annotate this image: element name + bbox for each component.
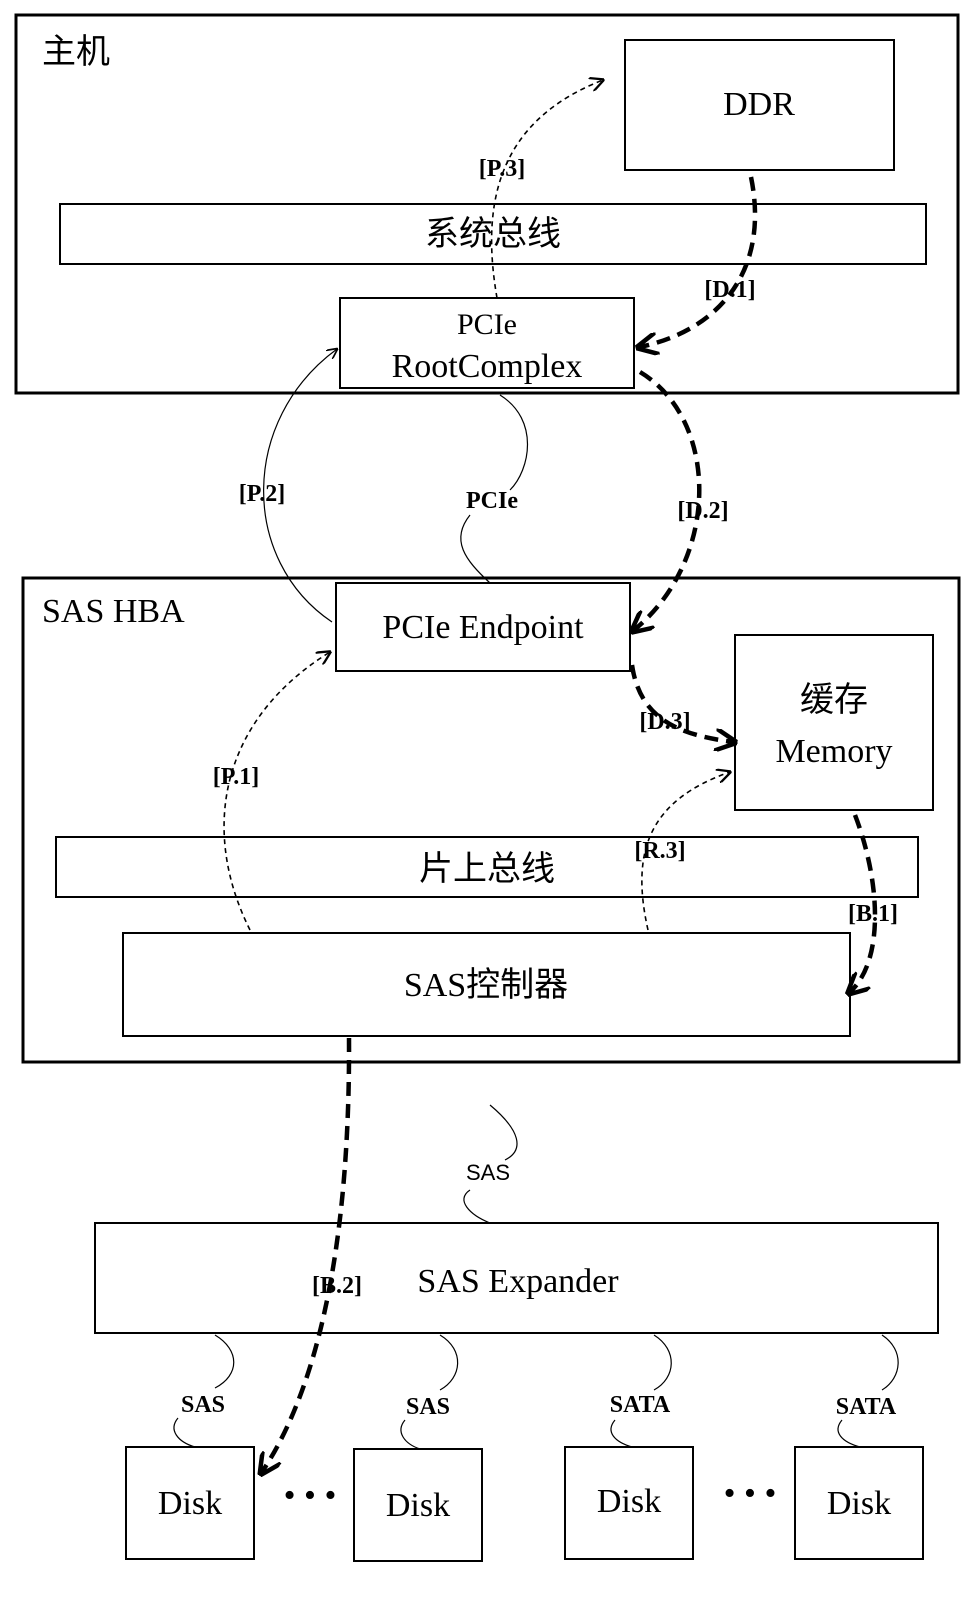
flow-r3-label: [R.3] <box>634 838 685 864</box>
sas-controller-label: SAS控制器 <box>404 966 568 1004</box>
root-complex-label-line1: PCIe <box>457 308 517 341</box>
pcie-link-curve-bottom <box>460 514 491 584</box>
ddr-box <box>624 39 895 171</box>
sas-link-label: SAS <box>466 1160 510 1185</box>
disk-2-link-curve-top <box>439 1334 459 1391</box>
disk-3-label: Disk <box>597 1483 661 1520</box>
disk-3-link-curve-top <box>653 1334 672 1391</box>
cache-label-line2: Memory <box>775 733 892 770</box>
cache-memory-box <box>734 634 934 811</box>
flow-d1-arrow <box>640 176 758 347</box>
pcie-endpoint-box <box>335 582 631 672</box>
disk-1-label: Disk <box>158 1485 222 1522</box>
disk-2-link-curve-bottom <box>400 1419 421 1450</box>
disk-1-link-curve-top <box>214 1334 235 1389</box>
ddr-label: DDR <box>723 86 795 123</box>
host-container <box>14 13 960 395</box>
sas-expander-label: SAS Expander <box>417 1263 619 1300</box>
disk-2 <box>353 1448 483 1562</box>
flow-p2-arrow <box>263 349 337 623</box>
sas-link-curve-top <box>489 1104 518 1161</box>
ellipsis-sata-disks: • • • <box>724 1475 777 1512</box>
flow-p2-label: [P.2] <box>239 481 285 507</box>
onchip-bus-label: 片上总线 <box>419 850 555 888</box>
disk-1-link-curve-bottom <box>173 1417 196 1448</box>
pcie-link-curve-top <box>499 394 529 491</box>
disk-4-link-curve-bottom <box>837 1419 861 1448</box>
flow-p1-arrow <box>223 652 330 931</box>
flow-b1-label: [B.1] <box>848 901 898 927</box>
disk-3-link-label: SATA <box>610 1392 671 1418</box>
flow-d3-arrow <box>629 664 733 742</box>
pcie-endpoint-label: PCIe Endpoint <box>382 609 584 646</box>
flow-d3-label: [D.3] <box>639 709 690 735</box>
system-bus-label: 系统总线 <box>425 215 561 253</box>
pcie-link-label: PCIe <box>466 488 518 514</box>
flow-b1-arrow <box>850 814 878 992</box>
disk-2-link-label: SAS <box>406 1394 450 1420</box>
sas-controller-box <box>122 932 851 1037</box>
flow-p3-arrow <box>490 80 603 299</box>
flow-b2-arrow <box>262 1037 352 1472</box>
disk-4-link-label: SATA <box>836 1394 897 1420</box>
hba-container <box>21 576 961 1064</box>
cache-label-line1: 缓存 <box>800 681 868 719</box>
onchip-bus <box>55 836 919 898</box>
flow-p3-label: [P.3] <box>479 156 525 182</box>
hba-label: SAS HBA <box>42 593 185 630</box>
ellipsis-sas-disks: • • • <box>284 1477 337 1514</box>
host-label: 主机 <box>42 33 110 71</box>
disk-4-label: Disk <box>827 1485 891 1522</box>
disk-1 <box>125 1446 255 1560</box>
disk-3-link-curve-bottom <box>610 1419 633 1448</box>
flow-r3-arrow <box>641 772 730 931</box>
flow-d2-arrow <box>634 370 702 630</box>
disk-1-link-label: SAS <box>181 1392 225 1418</box>
flow-p1-label: [P.1] <box>213 764 259 790</box>
disk-2-label: Disk <box>386 1487 450 1524</box>
disk-4-link-curve-top <box>881 1334 899 1391</box>
disk-3 <box>564 1446 694 1560</box>
flow-b2-label: [B.2] <box>312 1273 362 1299</box>
sas-expander-box <box>94 1222 939 1334</box>
root-complex-label-line2: RootComplex <box>392 348 583 385</box>
flow-d1-label: [D.1] <box>704 277 755 303</box>
flow-d2-label: [D.2] <box>677 498 728 524</box>
sas-link-curve-bottom <box>463 1189 491 1224</box>
disk-4 <box>794 1446 924 1560</box>
